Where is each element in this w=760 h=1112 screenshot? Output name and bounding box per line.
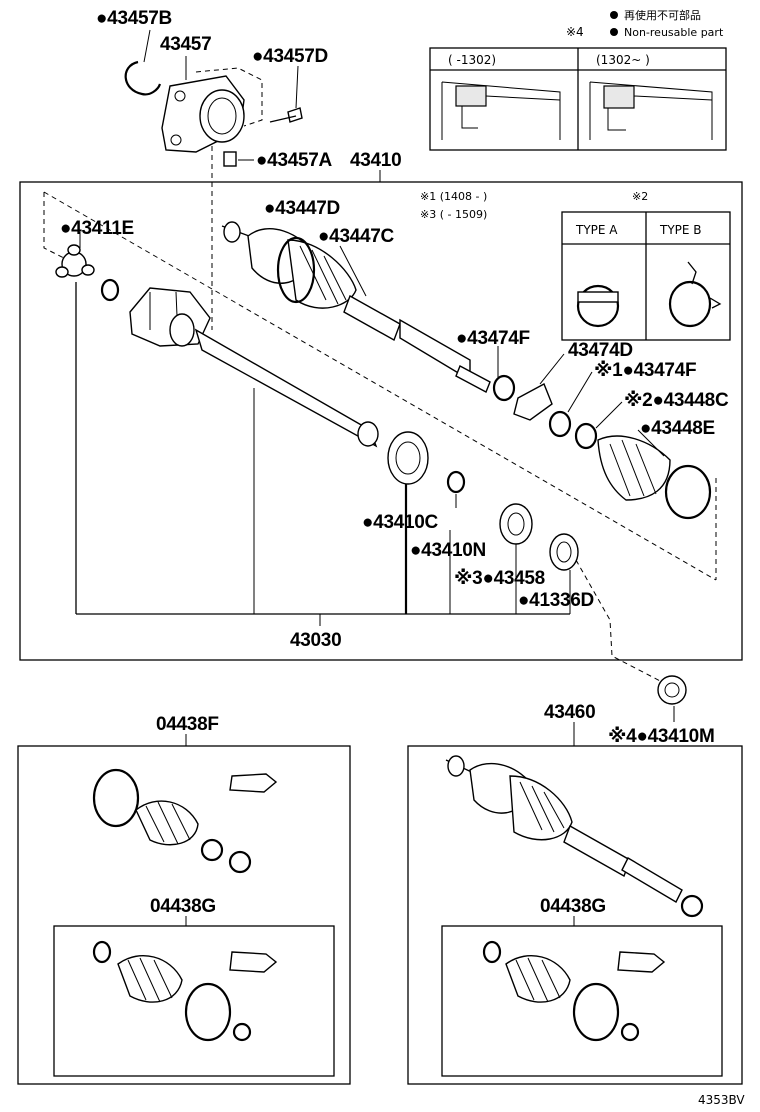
label-43474D: 43474D bbox=[568, 340, 633, 361]
note-2: ※2 bbox=[632, 190, 648, 203]
snap-ring-small bbox=[100, 278, 120, 302]
clamp-43474F bbox=[492, 374, 516, 402]
seal-41336D bbox=[549, 533, 579, 571]
outboard-cv-joint-43447 bbox=[221, 221, 491, 393]
label-43410: 43410 bbox=[350, 150, 401, 171]
label-43457D: ●43457D bbox=[252, 46, 328, 67]
label-43411E: ●43411E bbox=[60, 218, 134, 239]
boot-43448E bbox=[597, 435, 712, 520]
seal-43410M bbox=[657, 675, 687, 705]
label-43448E: ●43448E bbox=[640, 418, 715, 439]
label-43410N: ●43410N bbox=[410, 540, 486, 561]
label-43474F-a: ●43474F bbox=[456, 328, 530, 349]
legend-dot-icon bbox=[610, 28, 618, 36]
kit-04438F-parts bbox=[92, 768, 278, 874]
label-43447D: ●43447D bbox=[264, 198, 340, 219]
note-3: ※3 ( - 1509) bbox=[420, 208, 487, 221]
label-43410M: ※4●43410M bbox=[608, 726, 714, 747]
damper-43474D bbox=[513, 383, 553, 421]
label-43474F-b: ※1●43474F bbox=[594, 360, 696, 381]
kit-04438F-frame bbox=[17, 745, 351, 1085]
note-1: ※1 (1408 - ) bbox=[420, 190, 487, 203]
nut-43457A bbox=[223, 151, 237, 167]
label-41336D: ●41336D bbox=[518, 590, 594, 611]
type-b-label: TYPE B bbox=[659, 223, 702, 237]
tripod-spider-43411E bbox=[55, 244, 95, 278]
kit-04438G-parts-b bbox=[482, 940, 666, 1042]
clamp-type-table: TYPE A TYPE B bbox=[561, 211, 731, 341]
bolt-43457D bbox=[269, 107, 303, 123]
label-04438G-b: 04438G bbox=[540, 896, 606, 917]
clamp-43474F-b bbox=[548, 410, 572, 438]
bearing-bracket-43457 bbox=[161, 67, 263, 153]
label-43458: ※3●43458 bbox=[454, 568, 545, 589]
variant-table: ( -1302) (1302~ ) bbox=[429, 47, 727, 151]
leader-tree-43030 bbox=[75, 282, 571, 615]
type-a-label: TYPE A bbox=[575, 223, 618, 237]
kit-43460-frame bbox=[407, 745, 743, 1085]
label-43030: 43030 bbox=[290, 630, 341, 651]
label-43457: 43457 bbox=[160, 34, 211, 55]
snap-ring-43457B bbox=[124, 60, 162, 96]
bearing-43410C bbox=[387, 431, 429, 485]
label-43460: 43460 bbox=[544, 702, 595, 723]
label-04438G-a: 04438G bbox=[150, 896, 216, 917]
kit-04438G-parts-a bbox=[92, 940, 278, 1042]
legend-text-en: Non-reusable part bbox=[624, 26, 724, 39]
table-col-old: ( -1302) bbox=[448, 53, 496, 67]
kit-04438G-frame-b bbox=[441, 925, 723, 1077]
legend-dot-icon bbox=[610, 11, 618, 19]
label-43410C: ●43410C bbox=[362, 512, 439, 533]
table-col-new: (1302~ ) bbox=[596, 53, 650, 67]
label-43448C: ※2●43448C bbox=[624, 390, 729, 411]
axle-assembly-43460 bbox=[445, 755, 704, 918]
kit-04438G-frame-a bbox=[53, 925, 335, 1077]
seal-43458 bbox=[499, 503, 533, 545]
label-04438F: 04438F bbox=[156, 714, 219, 735]
label-43457B: ●43457B bbox=[96, 8, 172, 29]
label-43457A: ●43457A bbox=[256, 150, 333, 171]
legend-text-jp: 再使用不可部品 bbox=[624, 8, 701, 22]
snap-ring-43410N bbox=[446, 470, 466, 494]
main-assembly-frame bbox=[19, 181, 743, 661]
clamp-43448C bbox=[574, 422, 598, 450]
label-43447C: ●43447C bbox=[318, 226, 395, 247]
diagram-code: 4353BV bbox=[698, 1093, 745, 1107]
inboard-shaft-43030 bbox=[129, 287, 379, 448]
legend-note-mark: ※4 bbox=[566, 25, 584, 39]
